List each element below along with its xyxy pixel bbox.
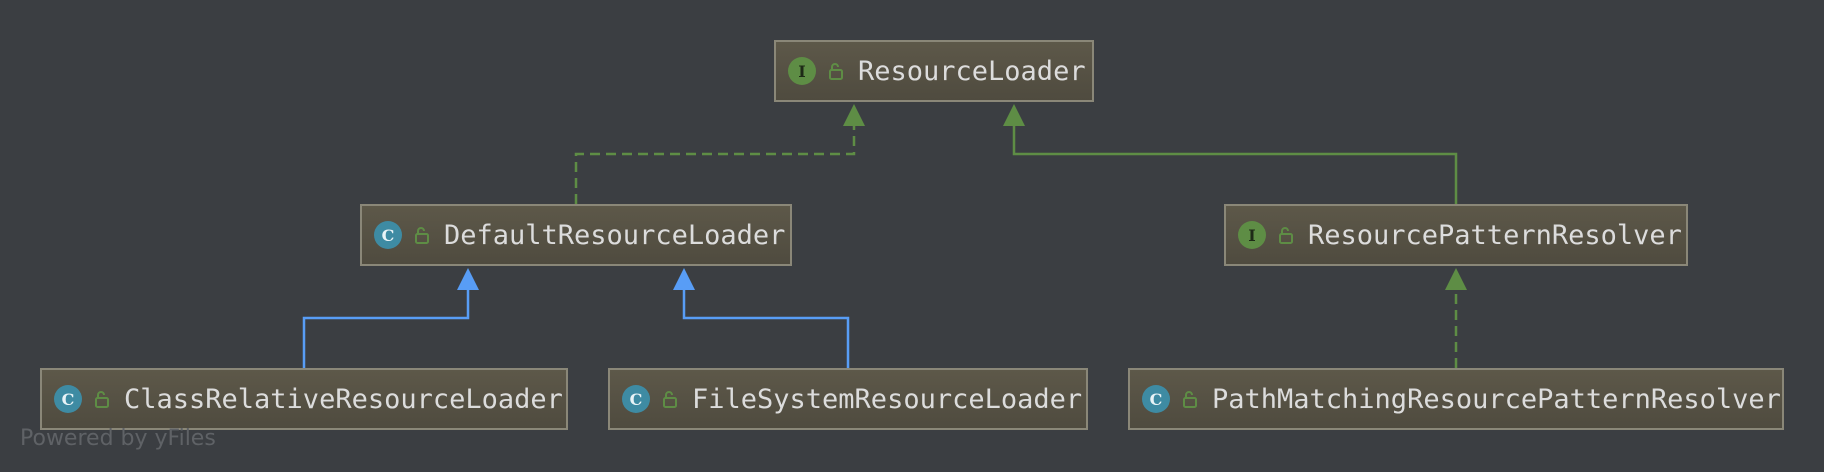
- arrowhead-default-right: [673, 268, 695, 290]
- node-label: DefaultResourceLoader: [444, 219, 786, 251]
- class-icon: C: [374, 221, 402, 249]
- interface-icon: I: [1238, 221, 1266, 249]
- node-resource-loader[interactable]: I ResourceLoader: [774, 40, 1094, 102]
- public-unlock-icon: [1183, 391, 1197, 408]
- class-icon: C: [622, 385, 650, 413]
- public-unlock-icon: [415, 227, 429, 244]
- node-label: ResourceLoader: [858, 55, 1086, 87]
- yfiles-watermark: Powered by yFiles: [20, 426, 216, 451]
- class-icon: C: [54, 385, 82, 413]
- edge-patternresolver-to-resourceloader: [1012, 124, 1458, 204]
- node-label: PathMatchingResourcePatternResolver: [1212, 383, 1781, 415]
- node-class-relative-resource-loader[interactable]: C ClassRelativeResourceLoader: [40, 368, 568, 430]
- arrowhead-resourceloader-left: [843, 104, 865, 126]
- node-label: FileSystemResourceLoader: [692, 383, 1083, 415]
- node-default-resource-loader[interactable]: C DefaultResourceLoader: [360, 204, 792, 266]
- edge-classrelative-to-default: [302, 288, 470, 368]
- arrowhead-resourceloader-right: [1003, 104, 1025, 126]
- edge-default-to-resourceloader: [574, 124, 856, 204]
- public-unlock-icon: [663, 391, 677, 408]
- node-path-matching-resource-pattern-resolver[interactable]: C PathMatchingResourcePatternResolver: [1128, 368, 1784, 430]
- arrowhead-default-left: [457, 268, 479, 290]
- node-resource-pattern-resolver[interactable]: I ResourcePatternResolver: [1224, 204, 1688, 266]
- class-icon: C: [1142, 385, 1170, 413]
- public-unlock-icon: [829, 63, 843, 80]
- node-label: ClassRelativeResourceLoader: [124, 383, 563, 415]
- public-unlock-icon: [1279, 227, 1293, 244]
- interface-icon: I: [788, 57, 816, 85]
- node-file-system-resource-loader[interactable]: C FileSystemResourceLoader: [608, 368, 1088, 430]
- arrowhead-patternresolver: [1445, 268, 1467, 290]
- node-label: ResourcePatternResolver: [1308, 219, 1682, 251]
- public-unlock-icon: [95, 391, 109, 408]
- edge-filesystem-to-default: [682, 288, 850, 368]
